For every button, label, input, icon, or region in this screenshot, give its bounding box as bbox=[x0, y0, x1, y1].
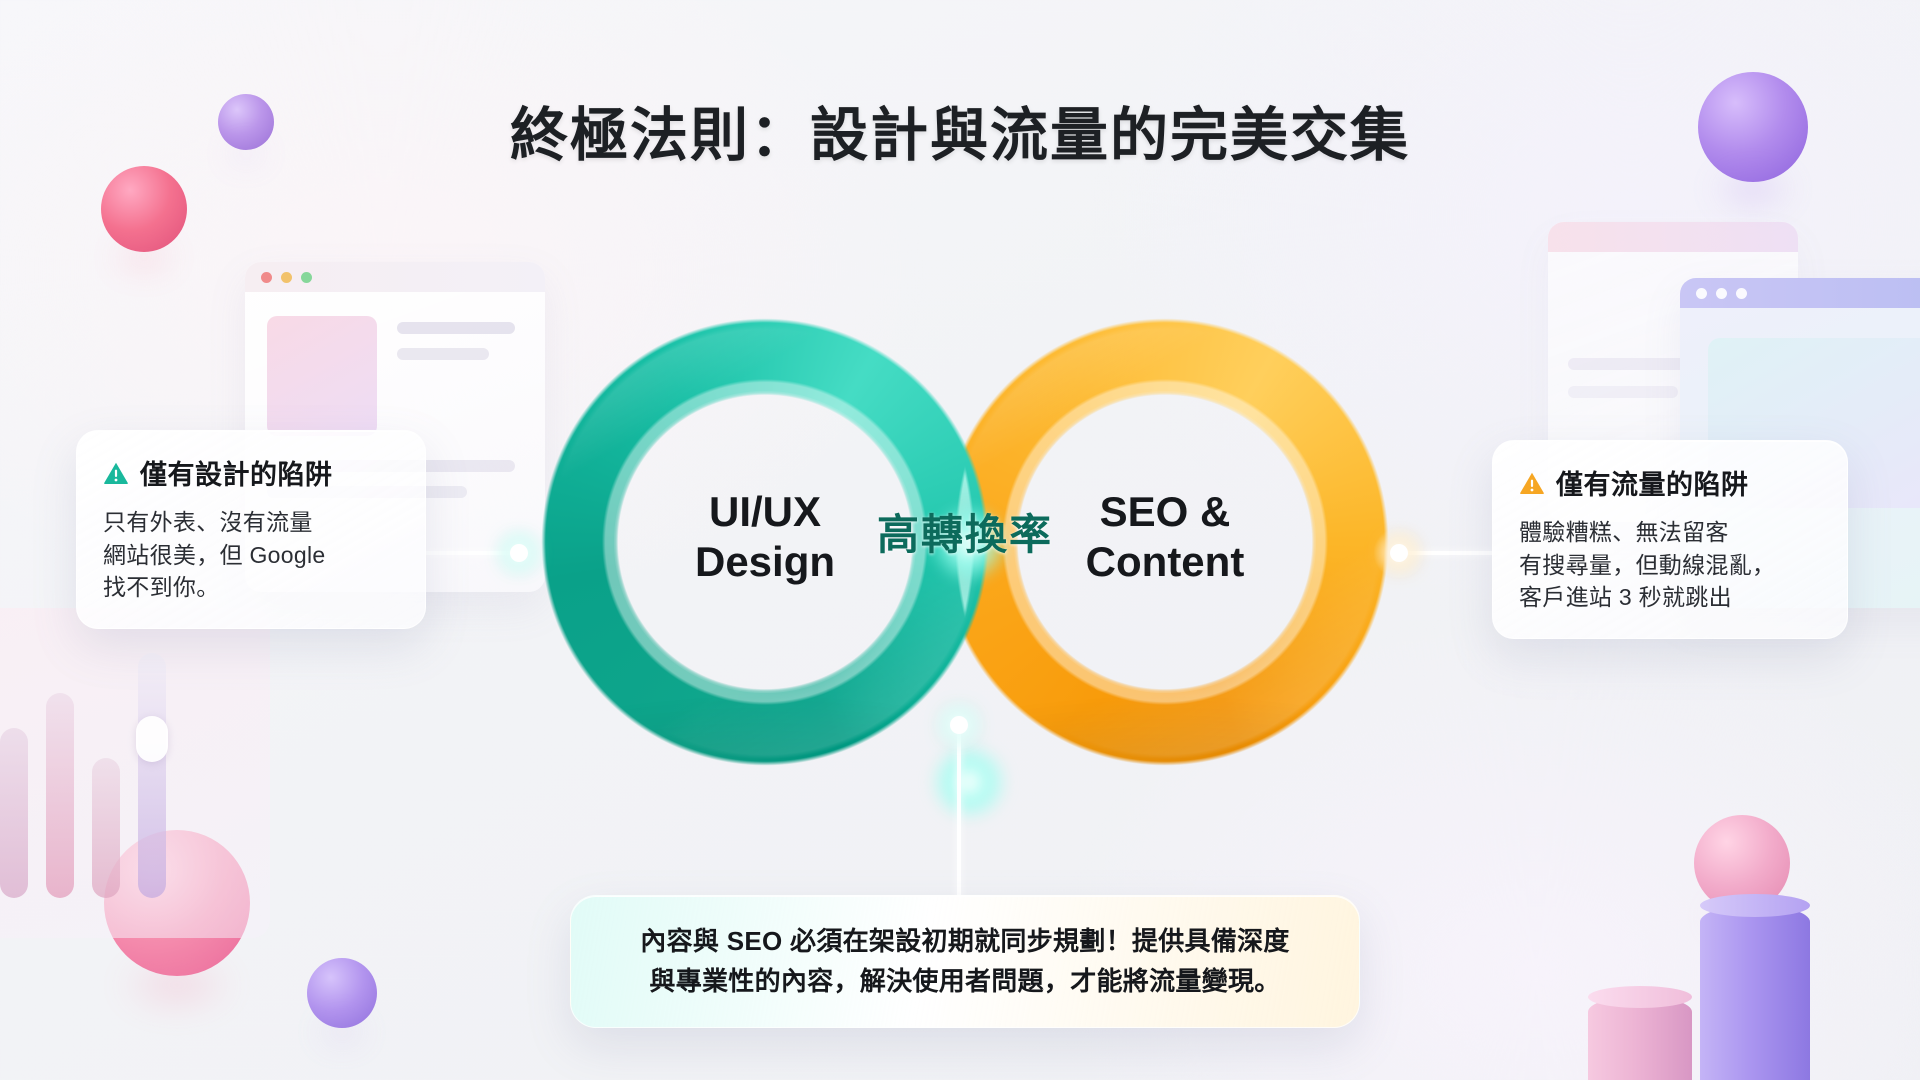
chart-bar bbox=[0, 728, 28, 898]
venn-label-design: UI/UX Design bbox=[575, 487, 955, 586]
page-title: 終極法則：設計與流量的完美交集 bbox=[509, 103, 1410, 168]
body-line-2: 有搜尋量，但動線混亂， bbox=[1519, 551, 1776, 578]
venn-label-seo: SEO & Content bbox=[975, 487, 1355, 586]
lens-glow-top bbox=[929, 504, 1009, 584]
card-conclusion-body: 內容與 SEO 必須在架設初期就同步規劃！提供具備深度 與專業性的內容，解決使用… bbox=[601, 922, 1329, 1001]
venn-label-design-line2: Design bbox=[694, 537, 836, 585]
connector-node-right[interactable] bbox=[1373, 527, 1425, 579]
warning-triangle-icon bbox=[104, 462, 128, 484]
warning-triangle-icon bbox=[1520, 472, 1544, 494]
card-design-pitfall-body: 只有外表、沒有流量 網站很美，但 Google 找不到你。 bbox=[103, 506, 399, 604]
connector-line-right bbox=[1400, 551, 1506, 555]
body-line-2: 網站很美，但 Google bbox=[103, 541, 326, 568]
window-dot-green bbox=[301, 271, 312, 283]
window-dot-2 bbox=[1716, 287, 1727, 299]
decor-sphere-pink-top bbox=[101, 166, 187, 252]
card-traffic-pitfall-heading: 僅有流量的陷阱 bbox=[1519, 463, 1821, 502]
lens-glow-bottom bbox=[929, 742, 1009, 822]
card-conclusion[interactable]: 內容與 SEO 必須在架設初期就同步規劃！提供具備深度 與專業性的內容，解決使用… bbox=[570, 895, 1360, 1029]
card-traffic-pitfall-title: 僅有流量的陷阱 bbox=[1556, 470, 1749, 500]
decor-cylinder-pink bbox=[1588, 996, 1692, 1080]
decor-bar-chart bbox=[0, 608, 270, 938]
card-traffic-pitfall[interactable]: 僅有流量的陷阱 體驗糟糕、無法留客 有搜尋量，但動線混亂， 客戶進站 3 秒就跳… bbox=[1492, 440, 1848, 639]
venn-diagram: UI/UX Design SEO & Content 高轉換率 bbox=[455, 232, 1475, 852]
window-titlebar bbox=[1548, 222, 1798, 252]
chart-slider-knob bbox=[136, 716, 168, 762]
connector-line-bottom bbox=[957, 722, 961, 904]
venn-label-seo-line2: Content bbox=[1085, 537, 1245, 585]
card-traffic-pitfall-body: 體驗糟糕、無法留客 有搜尋量，但動線混亂， 客戶進站 3 秒就跳出 bbox=[1519, 516, 1821, 614]
connector-node-bottom[interactable] bbox=[933, 699, 985, 751]
body-line-1: 體驗糟糕、無法留客 bbox=[1519, 519, 1729, 545]
decor-sphere-purple-right bbox=[1698, 72, 1808, 182]
window-dot-3 bbox=[1736, 287, 1747, 299]
chart-bar bbox=[138, 653, 166, 898]
body-line-3: 客戶進站 3 秒就跳出 bbox=[1519, 584, 1732, 611]
decor-sphere-lavender-bottom bbox=[307, 958, 377, 1028]
window-titlebar bbox=[1680, 278, 1920, 308]
decor-sphere-lavender-small bbox=[218, 94, 274, 150]
connector-node-left[interactable] bbox=[493, 527, 545, 579]
chart-bar bbox=[46, 693, 74, 898]
card-design-pitfall[interactable]: 僅有設計的陷阱 只有外表、沒有流量 網站很美，但 Google 找不到你。 bbox=[76, 430, 426, 629]
window-dot-yellow bbox=[281, 271, 292, 283]
window-dot-red bbox=[261, 271, 272, 283]
card-design-pitfall-heading: 僅有設計的陷阱 bbox=[103, 453, 399, 492]
body-line-3: 找不到你。 bbox=[103, 574, 220, 601]
body-line-1: 只有外表、沒有流量 bbox=[103, 509, 313, 535]
chart-bar bbox=[92, 758, 120, 898]
decor-block bbox=[267, 316, 377, 436]
connector-line-left bbox=[425, 551, 517, 555]
decor-cylinder-pink-top bbox=[1588, 986, 1692, 1008]
window-dot-1 bbox=[1696, 287, 1707, 299]
decor-cylinder-purple bbox=[1700, 905, 1810, 1080]
card-design-pitfall-title: 僅有設計的陷阱 bbox=[140, 460, 333, 490]
venn-label-design-line1: UI/UX bbox=[708, 488, 821, 535]
decor-cylinder-purple-top bbox=[1700, 894, 1810, 917]
body-line-2: 與專業性的內容，解決使用者問題，才能將流量變現。 bbox=[649, 965, 1281, 996]
decor-line bbox=[1568, 386, 1678, 398]
body-line-1: 內容與 SEO 必須在架設初期就同步規劃！提供具備深度 bbox=[640, 926, 1290, 956]
venn-label-seo-line1: SEO & bbox=[1099, 488, 1231, 535]
venn-label-conversion: 高轉換率 bbox=[876, 511, 1053, 558]
